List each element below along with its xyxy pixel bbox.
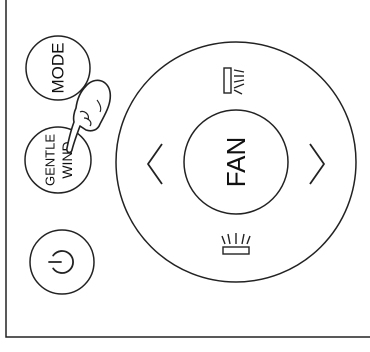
gentle-wind-button[interactable]: GENTLE WIND <box>25 127 91 193</box>
gentle-wind-label-line1: GENTLE <box>43 134 58 186</box>
mode-button-label: MODE <box>49 43 68 94</box>
right-button[interactable] <box>294 130 334 194</box>
mode-button[interactable]: MODE <box>26 36 90 100</box>
left-button[interactable] <box>138 130 178 194</box>
vertical-swing-button[interactable] <box>212 60 252 104</box>
power-button[interactable] <box>30 230 94 294</box>
horizontal-swing-button[interactable] <box>216 226 256 262</box>
fan-button[interactable]: FAN <box>184 110 288 214</box>
fan-button-label: FAN <box>221 137 251 188</box>
